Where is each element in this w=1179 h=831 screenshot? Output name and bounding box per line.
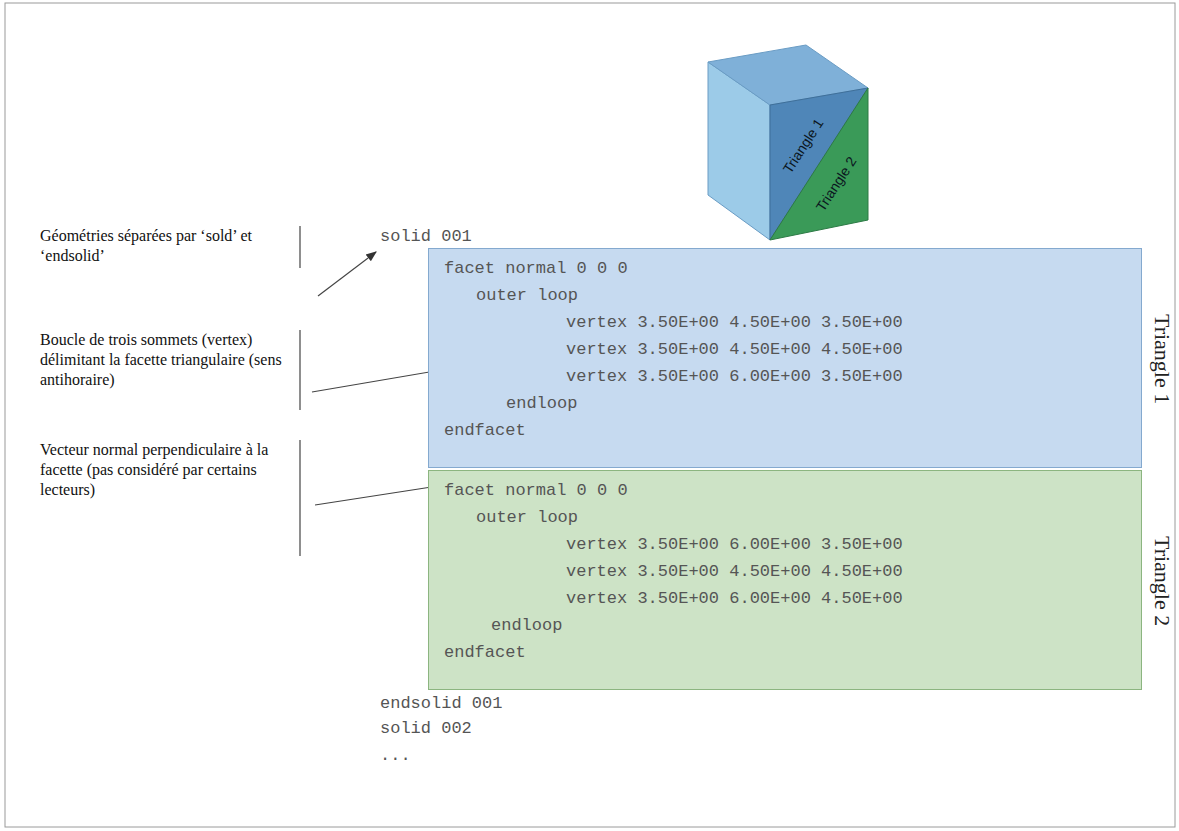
code-line: endfacet xyxy=(444,417,1141,444)
code-line: outer loop xyxy=(476,282,1141,309)
code-line: vertex 3.50E+00 4.50E+00 3.50E+00 xyxy=(566,309,1141,336)
leader-arrow xyxy=(315,486,438,505)
code-line: solid 002 xyxy=(380,718,472,740)
frame xyxy=(5,3,1175,827)
code-line: vertex 3.50E+00 4.50E+00 4.50E+00 xyxy=(566,336,1141,363)
leader-arrow xyxy=(318,252,376,296)
triangle-two-face xyxy=(770,88,868,240)
code-line: vertex 3.50E+00 6.00E+00 4.50E+00 xyxy=(566,585,1141,612)
bracket-bar xyxy=(299,440,300,556)
code-line: solid 001 xyxy=(380,226,472,248)
code-line: endloop xyxy=(506,390,1141,417)
code-block: facet normal 0 0 0outer loopvertex 3.50E… xyxy=(428,248,1142,468)
code-line: endfacet xyxy=(444,639,1141,666)
annotation-text: Boucle de trois sommets (vertex) délimit… xyxy=(40,330,292,390)
code-line: vertex 3.50E+00 4.50E+00 4.50E+00 xyxy=(566,558,1141,585)
code-block: facet normal 0 0 0outer loopvertex 3.50E… xyxy=(428,470,1142,690)
cube-illustration xyxy=(708,45,868,240)
code-line: ... xyxy=(380,745,411,767)
code-line: endloop xyxy=(491,612,1141,639)
code-line: facet normal 0 0 0 xyxy=(444,477,1141,504)
triangle-one-face xyxy=(770,88,868,240)
triangle-heading: Triangle 2 xyxy=(1149,536,1175,626)
code-line: vertex 3.50E+00 6.00E+00 3.50E+00 xyxy=(566,363,1141,390)
code-line: vertex 3.50E+00 6.00E+00 3.50E+00 xyxy=(566,531,1141,558)
bracket-bar xyxy=(299,330,300,410)
code-line: endsolid 001 xyxy=(380,693,502,715)
bracket-bar xyxy=(299,226,300,268)
code-line: outer loop xyxy=(476,504,1141,531)
annotation-text: Géométries séparées par ‘sold’ et ‘endso… xyxy=(40,226,292,266)
annotation-text: Vecteur normal perpendiculaire à la face… xyxy=(40,440,292,500)
triangle-heading: Triangle 1 xyxy=(1149,314,1175,404)
code-line: facet normal 0 0 0 xyxy=(444,255,1141,282)
triangle-label: Triangle 2 xyxy=(812,154,859,215)
triangle-label: Triangle 1 xyxy=(779,116,826,177)
